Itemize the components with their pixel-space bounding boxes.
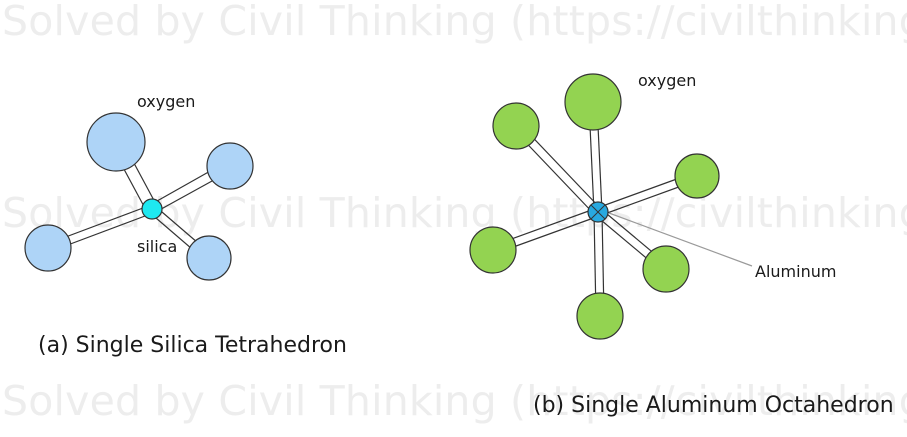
oxygen-atom [186, 235, 232, 281]
silica-atom [141, 198, 163, 220]
aluminum-label: Aluminum [755, 262, 837, 281]
aluminum-pointer-line [608, 212, 753, 267]
aluminum-atom [587, 201, 609, 223]
tetrahedron-atoms [24, 112, 254, 281]
oxygen-atom [206, 142, 254, 190]
watermark-top: Solved by Civil Thinking (https://civilt… [2, 0, 907, 45]
oxygen-atom [469, 226, 517, 274]
oxygen-atom [674, 153, 720, 199]
oxygen-atom [24, 224, 72, 272]
silica-label: silica [137, 237, 178, 256]
oxygen-atom [576, 292, 624, 340]
caption-silica-tetrahedron: (a) Single Silica Tetrahedron [38, 333, 347, 358]
oxygen-atom [564, 73, 622, 131]
oxygen-label-a: oxygen [137, 92, 196, 111]
octahedron-atoms [469, 73, 720, 340]
oxygen-atom [492, 102, 540, 150]
caption-aluminum-octahedron: (b) Single Aluminum Octahedron [533, 393, 894, 418]
oxygen-label-b: oxygen [638, 71, 697, 90]
watermark-bottom: Solved by Civil Thinking (https://civilt… [2, 377, 907, 425]
oxygen-atom [642, 245, 690, 293]
oxygen-atom [86, 112, 146, 172]
